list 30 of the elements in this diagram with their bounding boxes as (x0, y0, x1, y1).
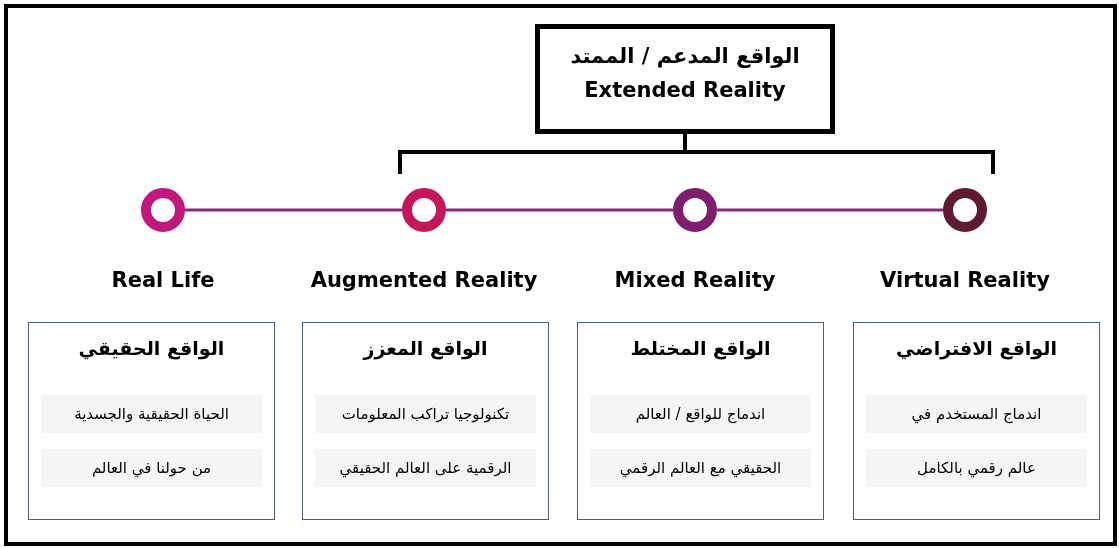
ring-marker (673, 188, 717, 232)
connector-line (446, 208, 673, 212)
description-text: الحقيقي مع العالم الرقمي (590, 449, 811, 487)
description-text: عالم رقمي بالكامل (866, 449, 1087, 487)
connector-line (717, 208, 943, 212)
description-text: اندماج للواقع / العالم (590, 395, 811, 433)
header-text: Extended Reality (583, 77, 787, 104)
stage-label: Real Life (110, 268, 216, 292)
stage-label: Augmented Reality (309, 268, 539, 292)
card-heading: الواقع المعزز (361, 337, 489, 359)
description-card (577, 322, 824, 520)
description-card (853, 322, 1100, 520)
card-heading: الواقع الافتراضي (895, 337, 1058, 359)
description-text: من حولنا في العالم (41, 449, 262, 487)
header-box (535, 24, 835, 134)
connector-line (185, 208, 402, 212)
description-text: اندماج المستخدم في (866, 395, 1087, 433)
stage-label: Virtual Reality (879, 268, 1051, 292)
ring-marker (943, 188, 987, 232)
ring-marker (402, 188, 446, 232)
stage-label: Mixed Reality (613, 268, 777, 292)
description-card (28, 322, 275, 520)
description-text: الرقمية على العالم الحقيقي (315, 449, 536, 487)
description-card (302, 322, 549, 520)
description-text: تكنولوجيا تراكب المعلومات (315, 395, 536, 433)
header-text: الواقع المدعم / الممتد (569, 43, 801, 70)
card-heading: الواقع الحقيقي (77, 337, 226, 359)
card-heading: الواقع المختلط (629, 337, 772, 359)
ring-marker (141, 188, 185, 232)
description-text: الحياة الحقيقية والجسدية (41, 395, 262, 433)
